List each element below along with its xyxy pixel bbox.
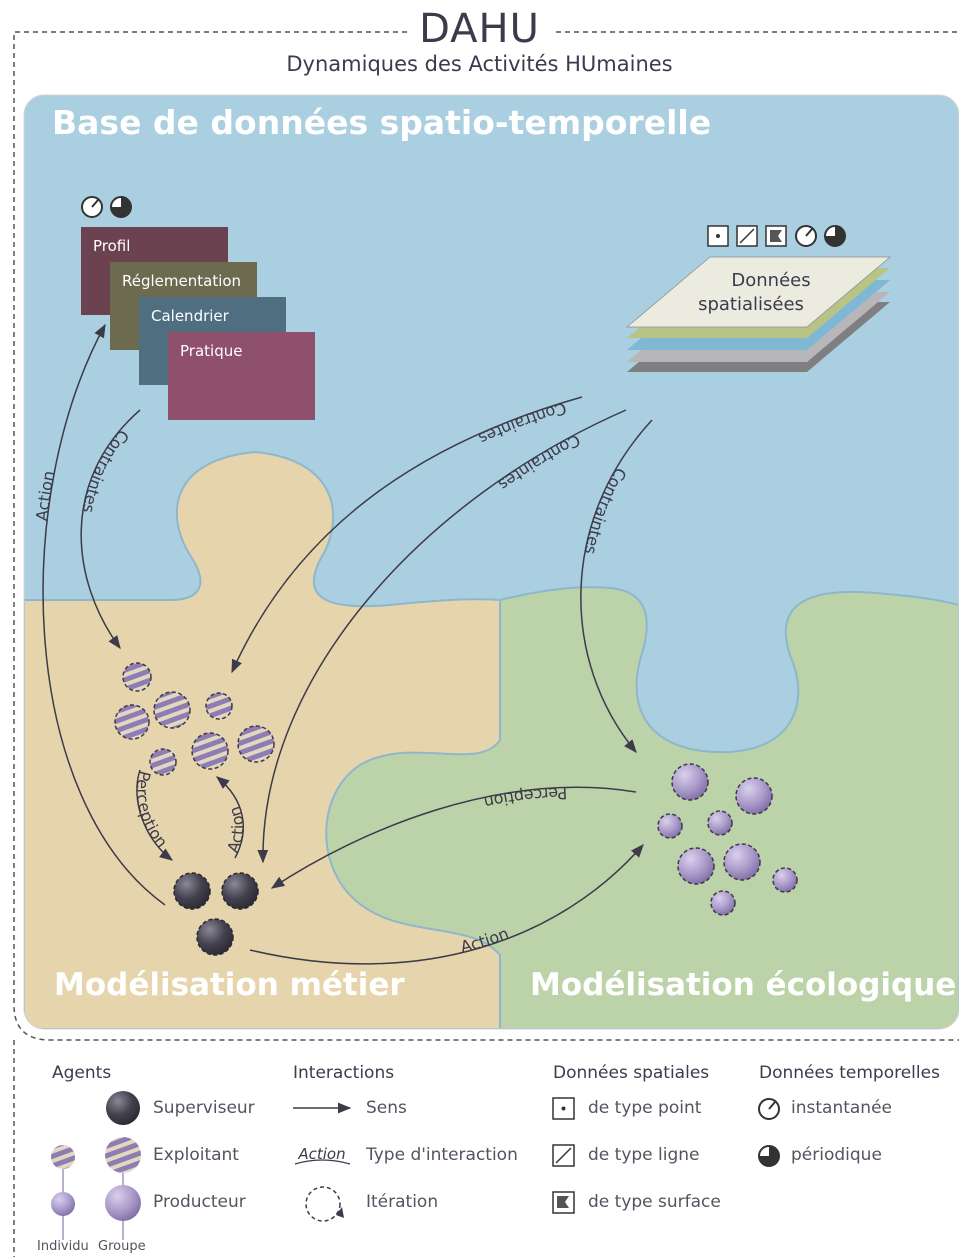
arrows bbox=[42, 323, 653, 965]
spatial-line-icon bbox=[736, 225, 758, 247]
exploitant-agent bbox=[153, 691, 191, 729]
superviseur-agent bbox=[221, 872, 259, 910]
legend-agents-title: Agents bbox=[52, 1063, 112, 1083]
green-region bbox=[325, 586, 959, 1029]
arrow-contraintes-3 bbox=[580, 419, 653, 754]
arrow-action-left bbox=[42, 323, 166, 906]
spatial-surface-icon bbox=[765, 225, 787, 247]
legend-line-label: de type ligne bbox=[588, 1145, 700, 1165]
exploitant-agent bbox=[191, 732, 229, 770]
producteur-agent bbox=[735, 777, 773, 815]
puzzle-area-border bbox=[23, 94, 959, 1030]
exploitant-agent bbox=[149, 748, 177, 776]
legend-type-underline bbox=[294, 1159, 351, 1165]
legend-periodic-label: périodique bbox=[791, 1145, 882, 1165]
legend-superviseur-swatch bbox=[106, 1091, 140, 1125]
exploitant-agent bbox=[237, 725, 275, 763]
arrow-perception-eco bbox=[270, 786, 637, 889]
legend-instant-icon bbox=[758, 1098, 780, 1120]
region-title-business: Modélisation métier bbox=[54, 967, 405, 1003]
superviseur-agent bbox=[196, 918, 234, 956]
legend-example-word: Action bbox=[297, 1145, 345, 1163]
legend-instant-label: instantanée bbox=[791, 1098, 892, 1118]
spatial-stack-line2: spatialisées bbox=[698, 294, 804, 315]
exploitant-agent bbox=[122, 662, 152, 692]
producteur-agent bbox=[723, 843, 761, 881]
legend-iteration-label: Itération bbox=[366, 1192, 439, 1212]
producteur-agents bbox=[657, 763, 798, 916]
legend: Action bbox=[51, 1091, 780, 1240]
exploitant-agents bbox=[114, 662, 275, 776]
legend-producteur-label: Producteur bbox=[153, 1192, 246, 1212]
legend-interactions-title: Interactions bbox=[293, 1063, 395, 1083]
producteur-agent bbox=[671, 763, 709, 801]
producteur-agent bbox=[657, 813, 683, 839]
exploitant-agent bbox=[114, 704, 150, 740]
legend-type-label: Type d'interaction bbox=[366, 1145, 518, 1165]
producteur-agent bbox=[772, 867, 798, 893]
legend-spatial-title: Données spatiales bbox=[553, 1063, 710, 1083]
card-pratique: Pratique bbox=[168, 332, 315, 420]
legend-surface-label: de type surface bbox=[588, 1192, 721, 1212]
arrow-action-inner bbox=[215, 776, 244, 859]
legend-temporal-title: Données temporelles bbox=[759, 1063, 940, 1083]
producteur-agent bbox=[707, 810, 733, 836]
arrow-contraintes-1 bbox=[231, 396, 583, 674]
clock-instant-icon bbox=[81, 196, 103, 218]
page-subtitle: Dynamiques des Activités HUmaines bbox=[286, 52, 673, 76]
arrow-contraintes-left bbox=[80, 409, 141, 650]
legend-superviseur-label: Superviseur bbox=[153, 1098, 255, 1118]
legend-point-label: de type point bbox=[588, 1098, 702, 1118]
legend-sens-label: Sens bbox=[366, 1098, 407, 1118]
card-reglementation-label: Réglementation bbox=[122, 272, 241, 290]
legend-individu-label: Individu bbox=[37, 1239, 89, 1254]
legend-producteur-individu bbox=[51, 1192, 75, 1216]
producteur-agent bbox=[710, 890, 736, 916]
card-profil-label: Profil bbox=[93, 237, 130, 255]
legend-point-icon bbox=[552, 1097, 575, 1120]
arrow-perception-inner bbox=[136, 769, 174, 861]
exploitant-agent bbox=[205, 692, 233, 720]
legend-exploitant-groupe bbox=[105, 1137, 141, 1173]
clock-periodic-icon bbox=[110, 196, 132, 218]
legend-groupe-label: Groupe bbox=[98, 1239, 146, 1254]
producteur-agent bbox=[677, 847, 715, 885]
legend-iteration-icon bbox=[305, 1186, 344, 1222]
spatial-point-icon bbox=[707, 225, 729, 247]
card-calendrier-label: Calendrier bbox=[151, 307, 230, 325]
superviseur-agents bbox=[173, 872, 259, 956]
legend-exploitant-label: Exploitant bbox=[153, 1145, 239, 1165]
page-title: DAHU bbox=[0, 6, 959, 52]
legend-surface-icon bbox=[552, 1191, 575, 1214]
region-title-database: Base de données spatio-temporelle bbox=[52, 103, 712, 142]
legend-exploitant-individu bbox=[51, 1145, 75, 1169]
arrow-contraintes-2 bbox=[257, 409, 627, 864]
page-title-text: DAHU bbox=[411, 6, 548, 52]
clock-instant-icon-2 bbox=[795, 225, 817, 247]
spatial-layer-stack: Données spatialisées bbox=[626, 256, 891, 372]
superviseur-agent bbox=[173, 872, 211, 910]
legend-line-icon bbox=[552, 1144, 575, 1167]
legend-periodic-icon bbox=[758, 1145, 780, 1167]
card-pratique-label: Pratique bbox=[180, 342, 242, 360]
region-title-ecological: Modélisation écologique bbox=[530, 967, 957, 1003]
legend-producteur-groupe bbox=[105, 1185, 141, 1221]
clock-periodic-icon-2 bbox=[824, 225, 846, 247]
spatial-stack-line1: Données bbox=[731, 270, 810, 291]
arrow-action-eco bbox=[249, 843, 644, 965]
